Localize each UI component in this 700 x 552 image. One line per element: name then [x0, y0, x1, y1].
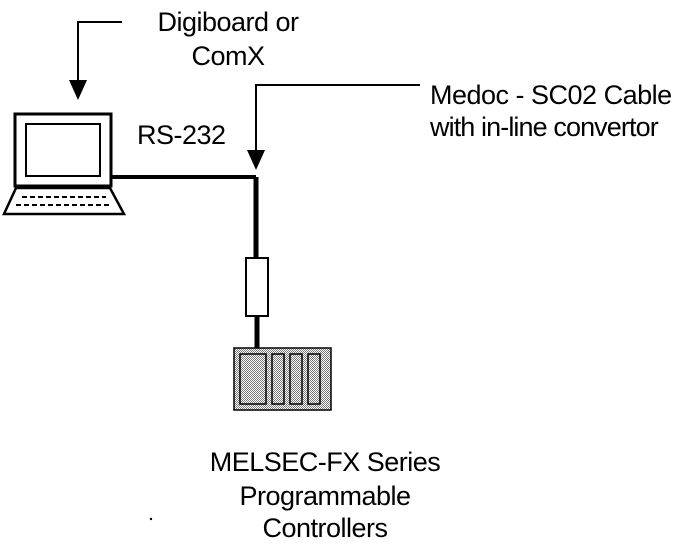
- in-line-convertor: [246, 258, 268, 348]
- plc-label-line3: Controllers: [190, 513, 460, 543]
- cable-label-line1: Medoc - SC02 Cable: [430, 80, 672, 110]
- cable-pointer: [247, 85, 420, 170]
- comm-board-pointer: [69, 22, 122, 100]
- comm-board-label-line2: ComX: [128, 41, 328, 71]
- cable-label-line2: with in-line convertor: [430, 112, 658, 142]
- plc-rack-icon: [234, 348, 331, 410]
- plc-label-line1: MELSEC-FX Series: [190, 447, 460, 477]
- rs232-cable: [111, 177, 256, 258]
- comm-board-label-line1: Digiboard or: [128, 7, 328, 37]
- rs232-label: RS-232: [137, 120, 226, 150]
- scan-speck: [150, 518, 152, 520]
- plc-label-line2: Programmable: [190, 481, 460, 511]
- laptop-icon: [4, 114, 124, 214]
